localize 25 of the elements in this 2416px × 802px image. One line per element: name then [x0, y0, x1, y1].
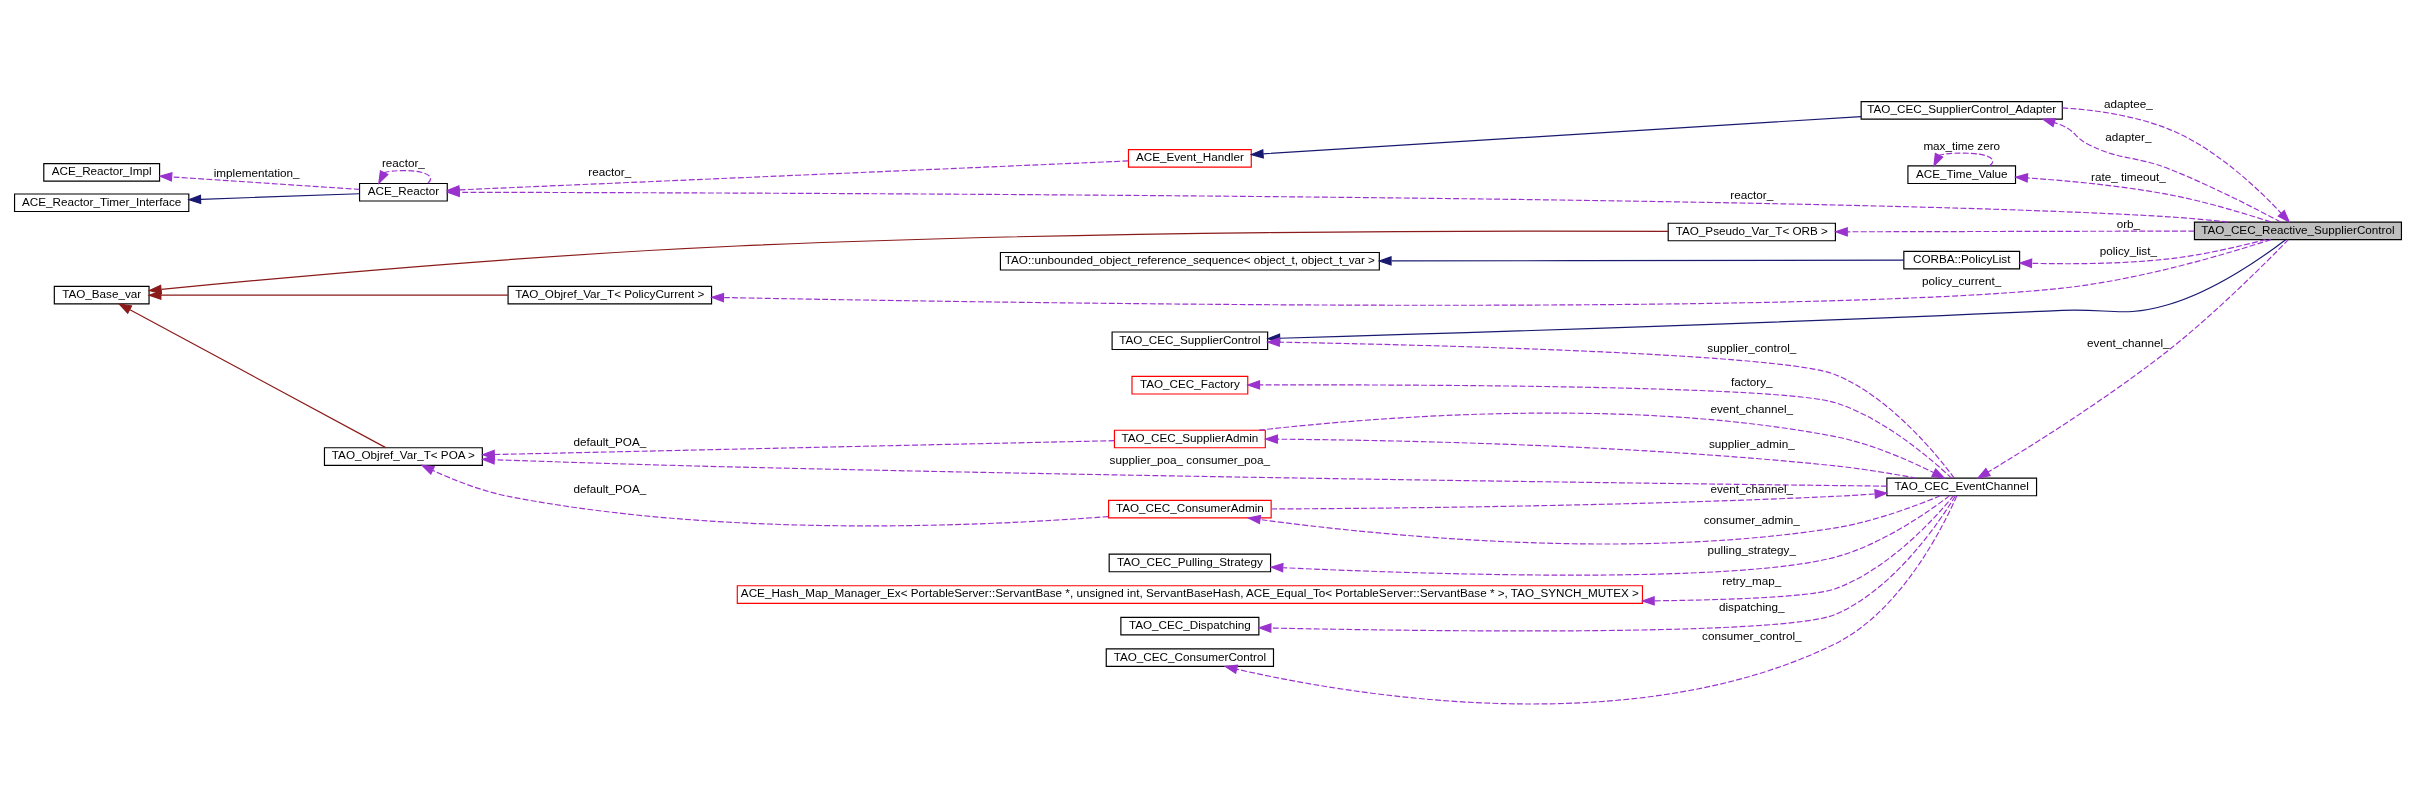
edge-label: orb_ [2116, 216, 2141, 230]
edge-label: event_channel_ [1710, 481, 1794, 495]
edge-label: default_POA_ [573, 434, 647, 448]
edge-label: adaptee_ [2104, 96, 2153, 110]
edge-label: rate_ timeout_ [2091, 169, 2166, 183]
edge-label: max_time zero [1923, 138, 2001, 152]
edge-label: consumer_control_ [1702, 628, 1802, 642]
edge-label: reactor_ [588, 164, 632, 178]
edge-label: adapter_ [2105, 129, 2152, 143]
edge-label: policy_list_ [2099, 243, 2157, 257]
edge-label: event_channel_ [1710, 401, 1794, 415]
edge-label: consumer_admin_ [1703, 512, 1800, 526]
edge-label: reactor_ [381, 155, 425, 169]
edge-label: supplier_admin_ [1708, 436, 1795, 450]
edge-label: dispatching_ [1718, 599, 1785, 613]
edge-label: retry_map_ [1722, 573, 1782, 587]
edge-label: pulling_strategy_ [1707, 542, 1796, 556]
edge-label: reactor_ [1730, 187, 1774, 201]
edge-label: event_channel_ [2087, 335, 2170, 349]
edge-label: implementation_ [213, 165, 300, 179]
edge-label: factory_ [1731, 374, 1773, 388]
edge-label: policy_current_ [1922, 273, 2002, 287]
edge-label: supplier_control_ [1707, 340, 1797, 354]
edge-label: default_POA_ [573, 481, 647, 495]
edge-label: supplier_poa_ consumer_poa_ [1109, 452, 1271, 466]
